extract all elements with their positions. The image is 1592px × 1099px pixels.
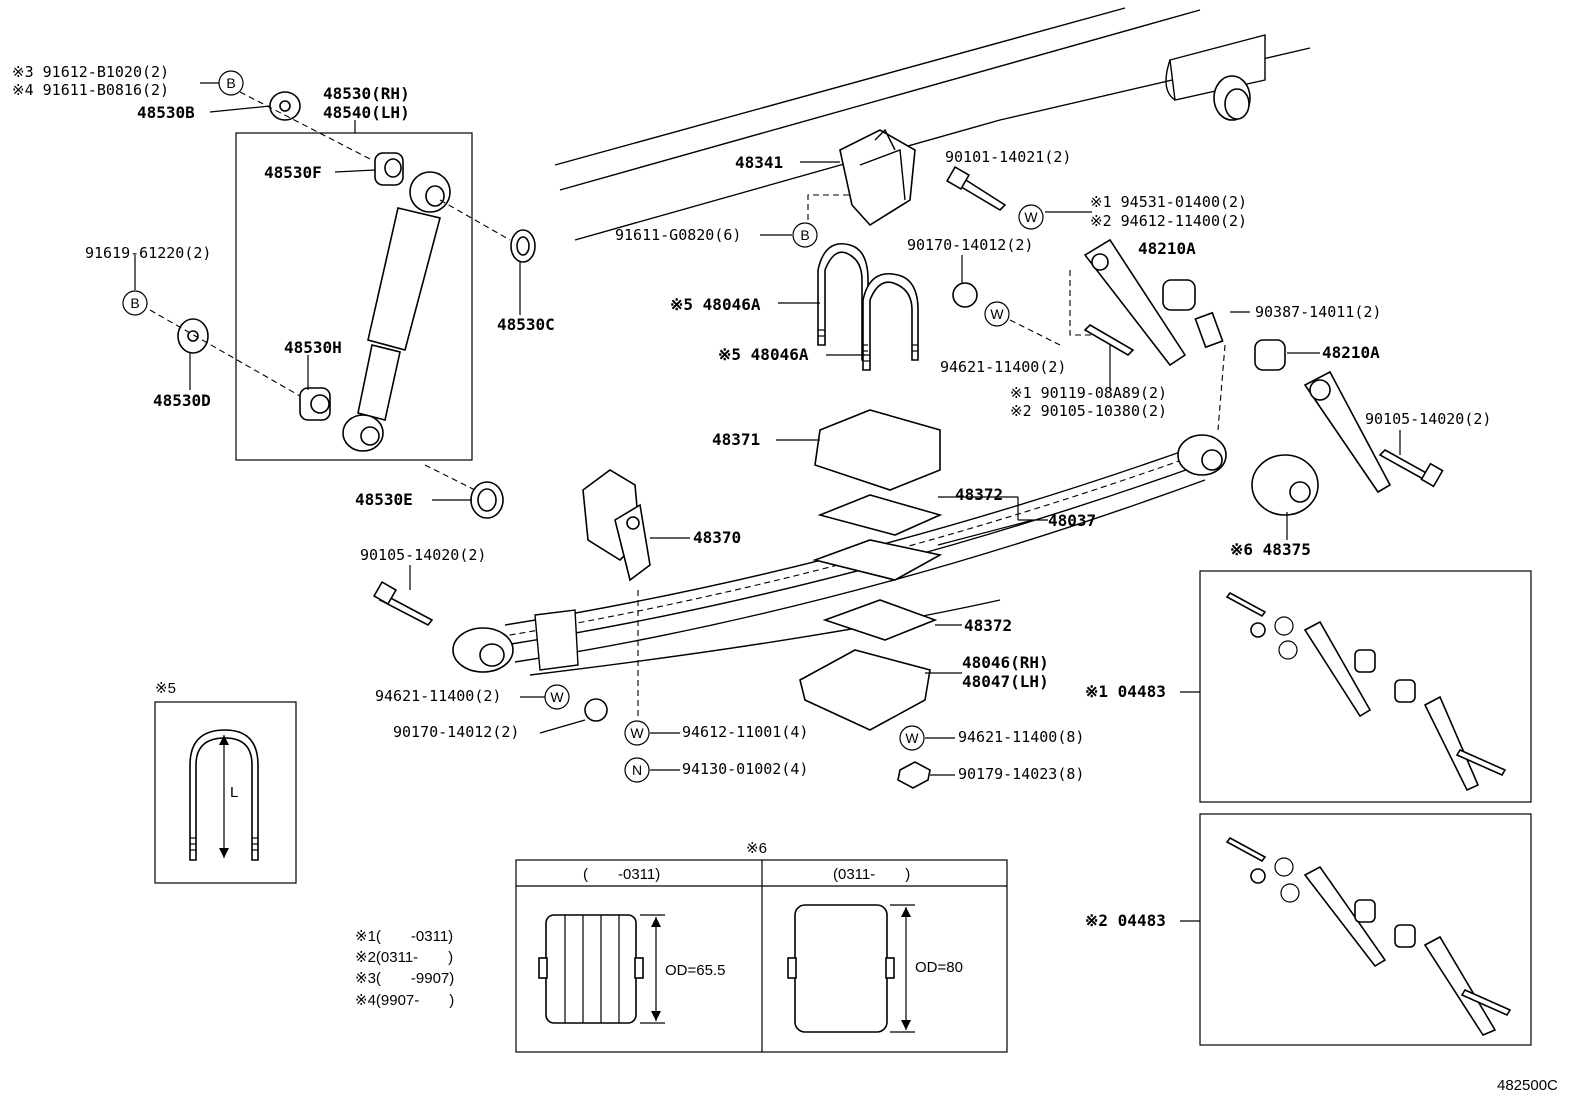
shock-absorber-group — [235, 120, 473, 461]
label-l4: 48530(RH) — [323, 84, 410, 103]
label-l6: 48530F — [264, 163, 322, 182]
label-l31: ※6 48375 — [1230, 540, 1311, 559]
label-l9: 48530H — [284, 338, 342, 357]
spring-plates — [799, 409, 943, 731]
marker-w-4 — [624, 720, 650, 746]
label-l7: 91619-61220(2) — [85, 244, 211, 262]
legend-item-2: ※2(0311- ) — [355, 949, 453, 966]
label-l28: 48372 — [955, 485, 1003, 504]
marker-w-2-letter: W — [990, 306, 1004, 322]
table6-col2-header: (0311- ) — [833, 866, 910, 883]
label-l39: 94130-01002(4) — [682, 760, 808, 778]
spring-bracket-48370 — [582, 469, 651, 720]
leader-lines — [134, 82, 1401, 922]
marker-n-1 — [624, 757, 650, 783]
label-l13: 91611-G0820(6) — [615, 226, 741, 244]
label-l22: 90387-14011(2) — [1255, 303, 1381, 321]
shackle-assembly — [1069, 238, 1392, 516]
marker-b-1 — [218, 70, 244, 96]
kit-box-1 — [1199, 570, 1532, 803]
table6-title: ※6 — [746, 840, 767, 857]
marker-w-3 — [544, 684, 570, 710]
marker-b-1-letter: B — [226, 75, 235, 91]
label-l16: ※2 94612-11400(2) — [1090, 212, 1247, 230]
legend-item-3: ※3( -9907) — [355, 970, 454, 987]
label-l27: 48371 — [712, 430, 760, 449]
marker-b-2-letter: B — [800, 227, 809, 243]
marker-b-3-letter: B — [130, 295, 139, 311]
label-l26: 90105-14020(2) — [1365, 410, 1491, 428]
label-l34: 48046(RH) — [962, 653, 1049, 672]
kit-box-2 — [1199, 813, 1532, 1046]
label-l29: 48037 — [1048, 511, 1096, 530]
table-bushing-sizes: ※6 ( -0311) (0311- ) OD=65.5 OD=80 — [515, 840, 1008, 1053]
marker-b-2 — [792, 222, 818, 248]
label-l3: 48530B — [137, 103, 195, 122]
label-l24: ※1 90119-08A89(2) — [1010, 384, 1167, 402]
label-l19: ※5 48046A — [670, 295, 761, 314]
label-l25: ※2 90105-10380(2) — [1010, 402, 1167, 420]
marker-w-5-letter: W — [905, 730, 919, 746]
u-bolts-48046a — [817, 243, 919, 371]
diagram-code: 482500C — [1497, 1077, 1558, 1094]
marker-w-1-letter: W — [1024, 209, 1038, 225]
label-l10: 48530D — [153, 391, 211, 410]
label-l42: ※1 04483 — [1085, 682, 1166, 701]
label-l18: 48210A — [1138, 239, 1196, 258]
label-l1: ※3 91612-B1020(2) — [12, 63, 169, 81]
inset5-dim: L — [230, 784, 238, 801]
marker-n-1-letter: N — [632, 762, 642, 778]
label-l14: 90101-14021(2) — [945, 148, 1071, 166]
bolts — [372, 165, 1444, 789]
label-l21: 94621-11400(2) — [940, 358, 1066, 376]
label-l15: ※1 94531-01400(2) — [1090, 193, 1247, 211]
label-l5: 48540(LH) — [323, 103, 410, 122]
marker-w-4-letter: W — [630, 725, 644, 741]
label-l12: 48341 — [735, 153, 783, 172]
label-l40: 94621-11400(8) — [958, 728, 1084, 746]
legend: ※1( -0311) ※2(0311- ) ※3( -9907) ※4(9907… — [355, 928, 454, 1009]
marker-w-2 — [984, 301, 1010, 327]
circle-markers: B B B W W W W N W — [122, 70, 1044, 783]
bump-stopper-48341 — [807, 128, 916, 227]
label-l41: 90179-14023(8) — [958, 765, 1084, 783]
legend-item-4: ※4(9907- ) — [355, 992, 454, 1009]
inset-u-bolt: ※5 L — [154, 680, 297, 884]
table6-col1-dim: OD=65.5 — [665, 962, 725, 979]
label-l23: 48210A — [1322, 343, 1380, 362]
label-l37: 90170-14012(2) — [393, 723, 519, 741]
label-l30: 48370 — [693, 528, 741, 547]
label-l17: 90170-14012(2) — [907, 236, 1033, 254]
label-l36: 94621-11400(2) — [375, 687, 501, 705]
legend-item-1: ※1( -0311) — [355, 928, 453, 945]
table6-col1-header: ( -0311) — [583, 866, 660, 883]
label-l38: 94612-11001(4) — [682, 723, 808, 741]
marker-b-3 — [122, 290, 148, 316]
marker-w-3-letter: W — [550, 689, 564, 705]
marker-w-1 — [1018, 204, 1044, 230]
frame-rail — [554, 7, 1311, 241]
table6-col2-dim: OD=80 — [915, 959, 963, 976]
label-l8: 48530C — [497, 315, 555, 334]
label-l2: ※4 91611-B0816(2) — [12, 81, 169, 99]
label-l11: 48530E — [355, 490, 413, 509]
marker-w-5 — [899, 725, 925, 751]
label-l35: 48047(LH) — [962, 672, 1049, 691]
label-l20: ※5 48046A — [718, 345, 809, 364]
part-labels: ※3 91612-B1020(2) ※4 91611-B0816(2) 4853… — [12, 63, 1491, 930]
inset5-title: ※5 — [155, 680, 176, 697]
label-l43: ※2 04483 — [1085, 911, 1166, 930]
label-l33: 48372 — [964, 616, 1012, 635]
label-l32: 90105-14020(2) — [360, 546, 486, 564]
